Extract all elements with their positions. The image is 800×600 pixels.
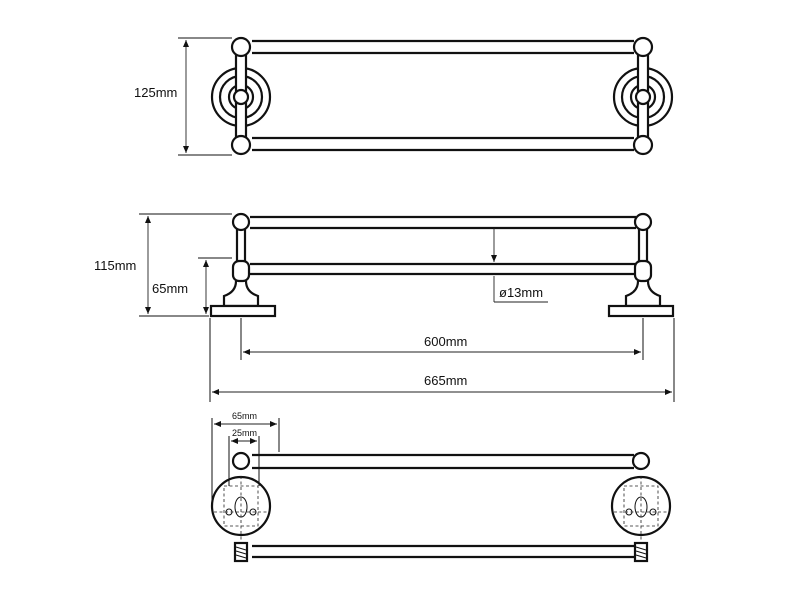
height-label-115: 115mm: [94, 258, 136, 273]
front-view: 125mm: [134, 36, 674, 156]
height-dimension-125: 125mm: [134, 37, 232, 156]
hole-spacing-dimension: 25mm: [228, 428, 260, 486]
front-view-upper-rail: [252, 39, 634, 55]
height-dimension-65: 65mm: [152, 257, 232, 314]
overall-length-label: 665mm: [424, 373, 467, 388]
rail-length-label: 600mm: [424, 334, 467, 349]
overall-length-dimension: 665mm: [209, 318, 675, 402]
tube-diameter-label: ø13mm: [499, 285, 543, 300]
top-view-left-mount: [210, 451, 272, 563]
tube-diameter-dimension: ø13mm: [491, 228, 548, 303]
front-view-lower-rail: [252, 136, 634, 152]
top-view-upper-rail: [252, 453, 634, 470]
height-label-125: 125mm: [134, 85, 177, 100]
rail-length-dimension: 600mm: [240, 318, 644, 360]
hole-spacing-label: 25mm: [232, 428, 257, 438]
top-view-right-mount: [610, 451, 672, 563]
height-label-65: 65mm: [152, 281, 188, 296]
front-view-right-bracket: [612, 36, 674, 156]
side-view-right-support: [607, 212, 675, 318]
base-width-label: 65mm: [232, 411, 257, 421]
top-view: 65mm 25mm: [210, 411, 672, 563]
side-view-left-support: [209, 212, 277, 318]
top-view-lower-rail: [252, 544, 634, 559]
height-dimension-115: 115mm: [94, 213, 232, 317]
side-view-lower-rail: [250, 262, 636, 276]
base-width-dimension: 65mm: [211, 411, 280, 500]
side-view-upper-rail: [250, 215, 636, 230]
side-view: 115mm 65mm ø13mm 600mm 665mm: [94, 212, 675, 402]
front-view-left-bracket: [210, 36, 272, 156]
